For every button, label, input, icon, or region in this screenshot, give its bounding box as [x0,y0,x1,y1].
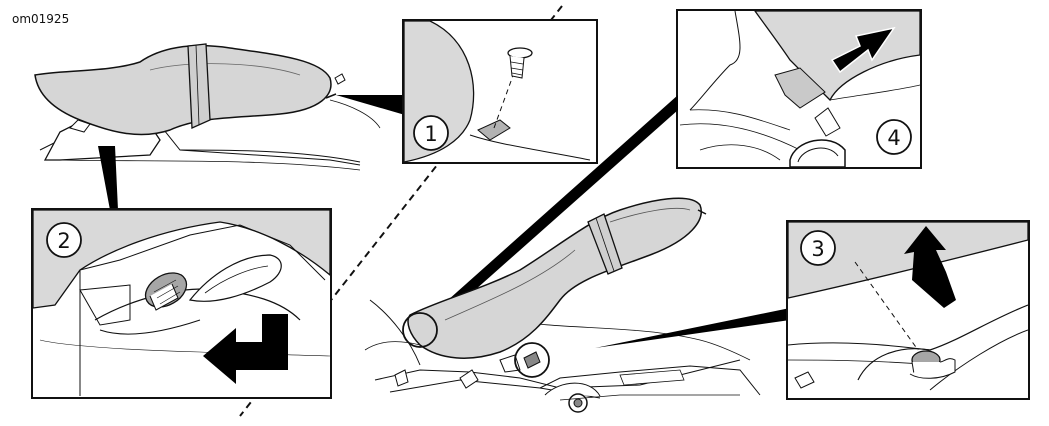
step-number-3: 3 [811,237,824,261]
step-number-4: 4 [887,126,900,150]
step-number-2: 2 [57,229,70,253]
step-number-1: 1 [424,122,437,146]
arrow-lift-up [904,226,956,308]
step-badge-2: 2 [46,222,82,258]
callout-wedge-4 [420,95,678,330]
callout-wedge-3 [595,308,790,348]
detail-box-3 [786,220,1030,400]
step-badge-1: 1 [413,115,449,151]
overview-seat-top-left [34,43,381,171]
arrow-lift-up-right [830,26,896,74]
figure-code: om01925 [12,12,70,26]
callout-wedge-2 [98,146,118,210]
step-badge-4: 4 [876,119,912,155]
arrow-push-left [203,314,288,384]
main-seat-view [364,197,761,413]
step-badge-3: 3 [800,230,836,266]
callout-wedge-1 [336,95,405,115]
